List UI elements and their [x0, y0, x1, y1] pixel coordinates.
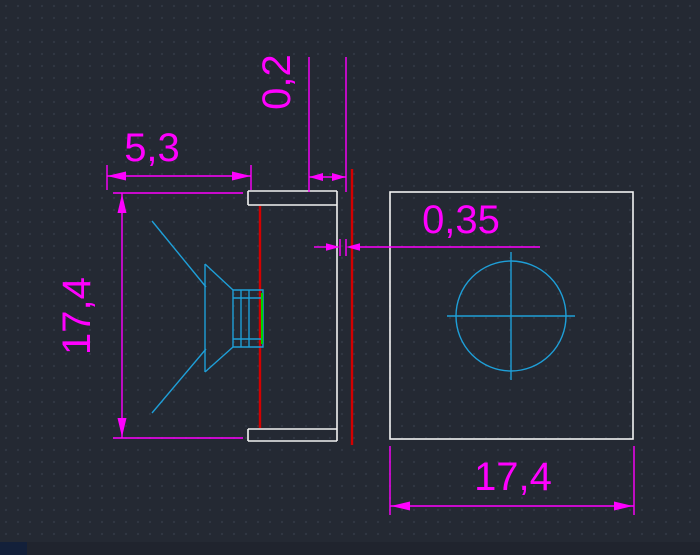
dim-gap-arrow-right: [346, 243, 360, 251]
front-view-outline[interactable]: [389, 191, 634, 440]
dim-front-width-arrow-left: [391, 501, 410, 511]
dim-front-width-text: 17,4: [474, 455, 552, 499]
dim-thickness-arrow-right: [332, 173, 346, 181]
speaker-frame-bottom-line: [151, 348, 207, 414]
dim-front-width-arrow-right: [614, 501, 633, 511]
datum-lines[interactable]: [258, 169, 354, 445]
speaker-cone-bottom-slope: [204, 346, 234, 373]
viewport-corner-block: [0, 542, 27, 555]
dim-top-width-text: 5,3: [124, 126, 180, 170]
speaker-magnet-outline: [232, 289, 264, 348]
dim-top-width-arrow-left: [107, 171, 126, 181]
dim-thickness-arrow-left: [309, 173, 323, 181]
side-view-outline[interactable]: [247, 190, 338, 442]
dim-top-width[interactable]: 5,3: [106, 126, 252, 190]
speaker-frame-top-line: [151, 220, 207, 288]
dim-height-text: 17,4: [55, 277, 99, 355]
viewport-bottom-edge: [0, 542, 700, 555]
dim-gap-text: 0,35: [422, 198, 500, 242]
dim-top-width-arrow-right: [232, 171, 251, 181]
front-panel-outline: [389, 191, 634, 440]
dim-front-width[interactable]: 17,4: [389, 446, 635, 515]
dim-height-arrow-top: [117, 194, 127, 213]
mount-hole[interactable]: [447, 252, 575, 380]
dim-gap[interactable]: 0,35: [314, 198, 540, 256]
speaker-section[interactable]: [151, 220, 264, 414]
dim-plate-thickness[interactable]: 0,2: [255, 54, 347, 192]
dim-height-arrow-bottom: [117, 418, 127, 437]
dim-side-height[interactable]: 17,4: [55, 192, 243, 439]
dim-gap-arrow-left: [326, 243, 340, 251]
speaker-cone-top-slope: [204, 263, 234, 291]
dim-thickness-text: 0,2: [255, 54, 299, 110]
